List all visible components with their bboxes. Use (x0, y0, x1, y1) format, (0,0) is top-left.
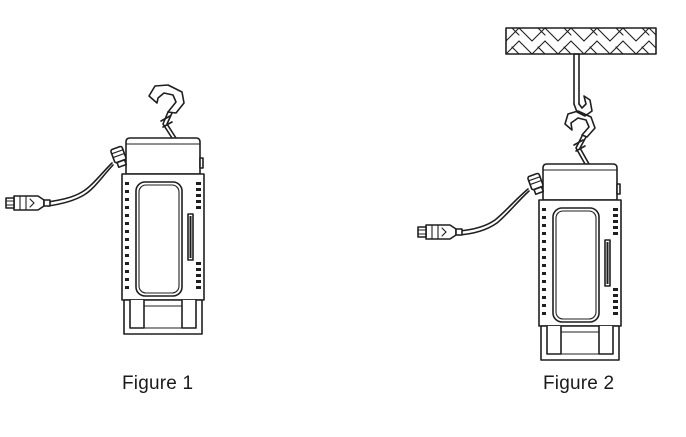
handle-hook-2 (564, 110, 596, 165)
figure-2-illustration (417, 27, 657, 361)
handle-hook-1 (148, 84, 185, 139)
ceiling-hatch (505, 27, 657, 55)
charger-unit-2 (538, 163, 622, 361)
cable-1 (47, 162, 113, 203)
figure-1-illustration (5, 84, 205, 335)
figure-1-caption: Figure 1 (122, 373, 194, 394)
cable-2 (457, 188, 529, 232)
plug-1 (5, 195, 51, 211)
ceiling-hook (573, 95, 593, 117)
plug-2 (417, 224, 463, 240)
charger-unit-1 (121, 137, 205, 335)
figure-2-caption: Figure 2 (543, 373, 615, 394)
